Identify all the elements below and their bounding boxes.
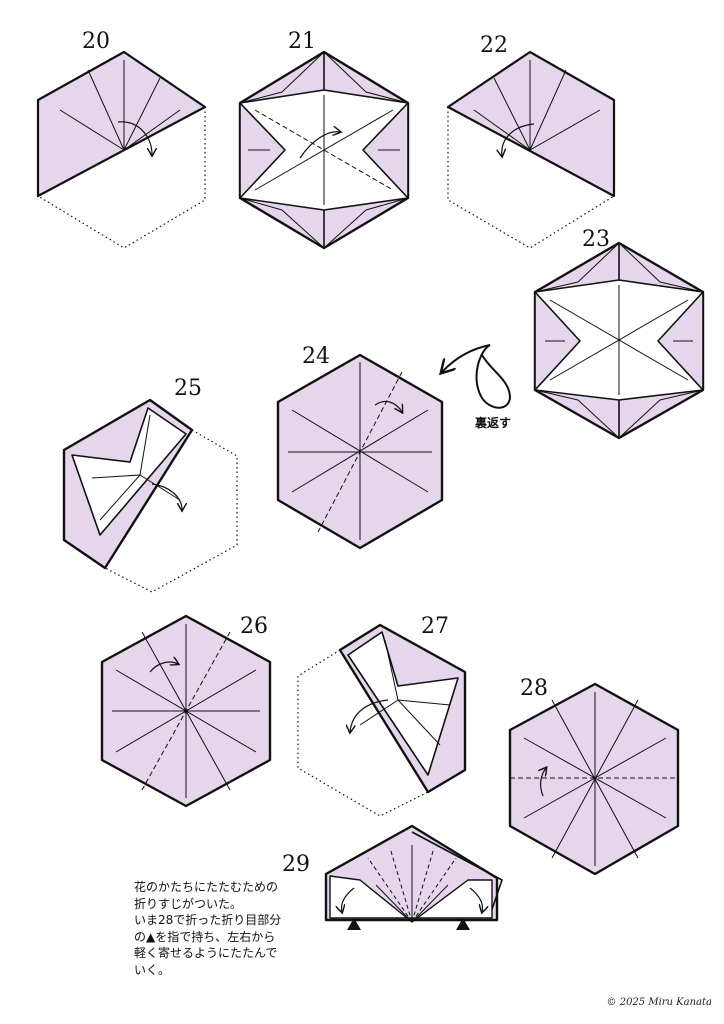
copyright-notice: © 2025 Miru Kanata (606, 997, 712, 1008)
step-number-27: 27 (421, 614, 449, 639)
step-22-diagram (446, 50, 616, 249)
step-number-28: 28 (520, 676, 548, 701)
step-26-diagram (100, 614, 272, 808)
step-number-22: 22 (480, 33, 508, 58)
flip-over-arrow (442, 344, 512, 409)
step-25-diagram (62, 398, 238, 593)
hold-marker-left (347, 918, 361, 930)
step-number-24: 24 (302, 344, 330, 369)
step-29-diagram (324, 824, 503, 930)
step-number-23: 23 (582, 227, 610, 252)
instruction-line: いま28で折った折り目部分 (134, 913, 282, 927)
step-23-diagram (533, 241, 705, 440)
step-number-25: 25 (174, 376, 202, 401)
instruction-line: いく。 (134, 962, 171, 977)
step-number-29: 29 (282, 852, 310, 877)
step-21-diagram (238, 50, 410, 250)
instruction-line: の▲を指で持ち、左右から (134, 929, 276, 944)
step-27-diagram (297, 623, 467, 817)
step-number-20: 20 (82, 29, 110, 54)
step-number-21: 21 (288, 29, 316, 54)
flip-over-label: 裏返す (475, 416, 512, 430)
instruction-line: 折りすじがついた。 (134, 896, 243, 911)
instruction-line: 軽く寄せるようにたたんで (134, 946, 278, 960)
instruction-line: 花のかたちにたたむための (134, 880, 279, 894)
instruction-text: 花のかたちにたたむための 折りすじがついた。 いま28で折った折り目部分 の▲を… (134, 879, 319, 978)
step-24-diagram (276, 353, 444, 550)
step-20-diagram (36, 50, 207, 249)
step-28-diagram (508, 682, 680, 876)
step-number-26: 26 (240, 614, 268, 639)
hold-marker-right (456, 918, 470, 930)
